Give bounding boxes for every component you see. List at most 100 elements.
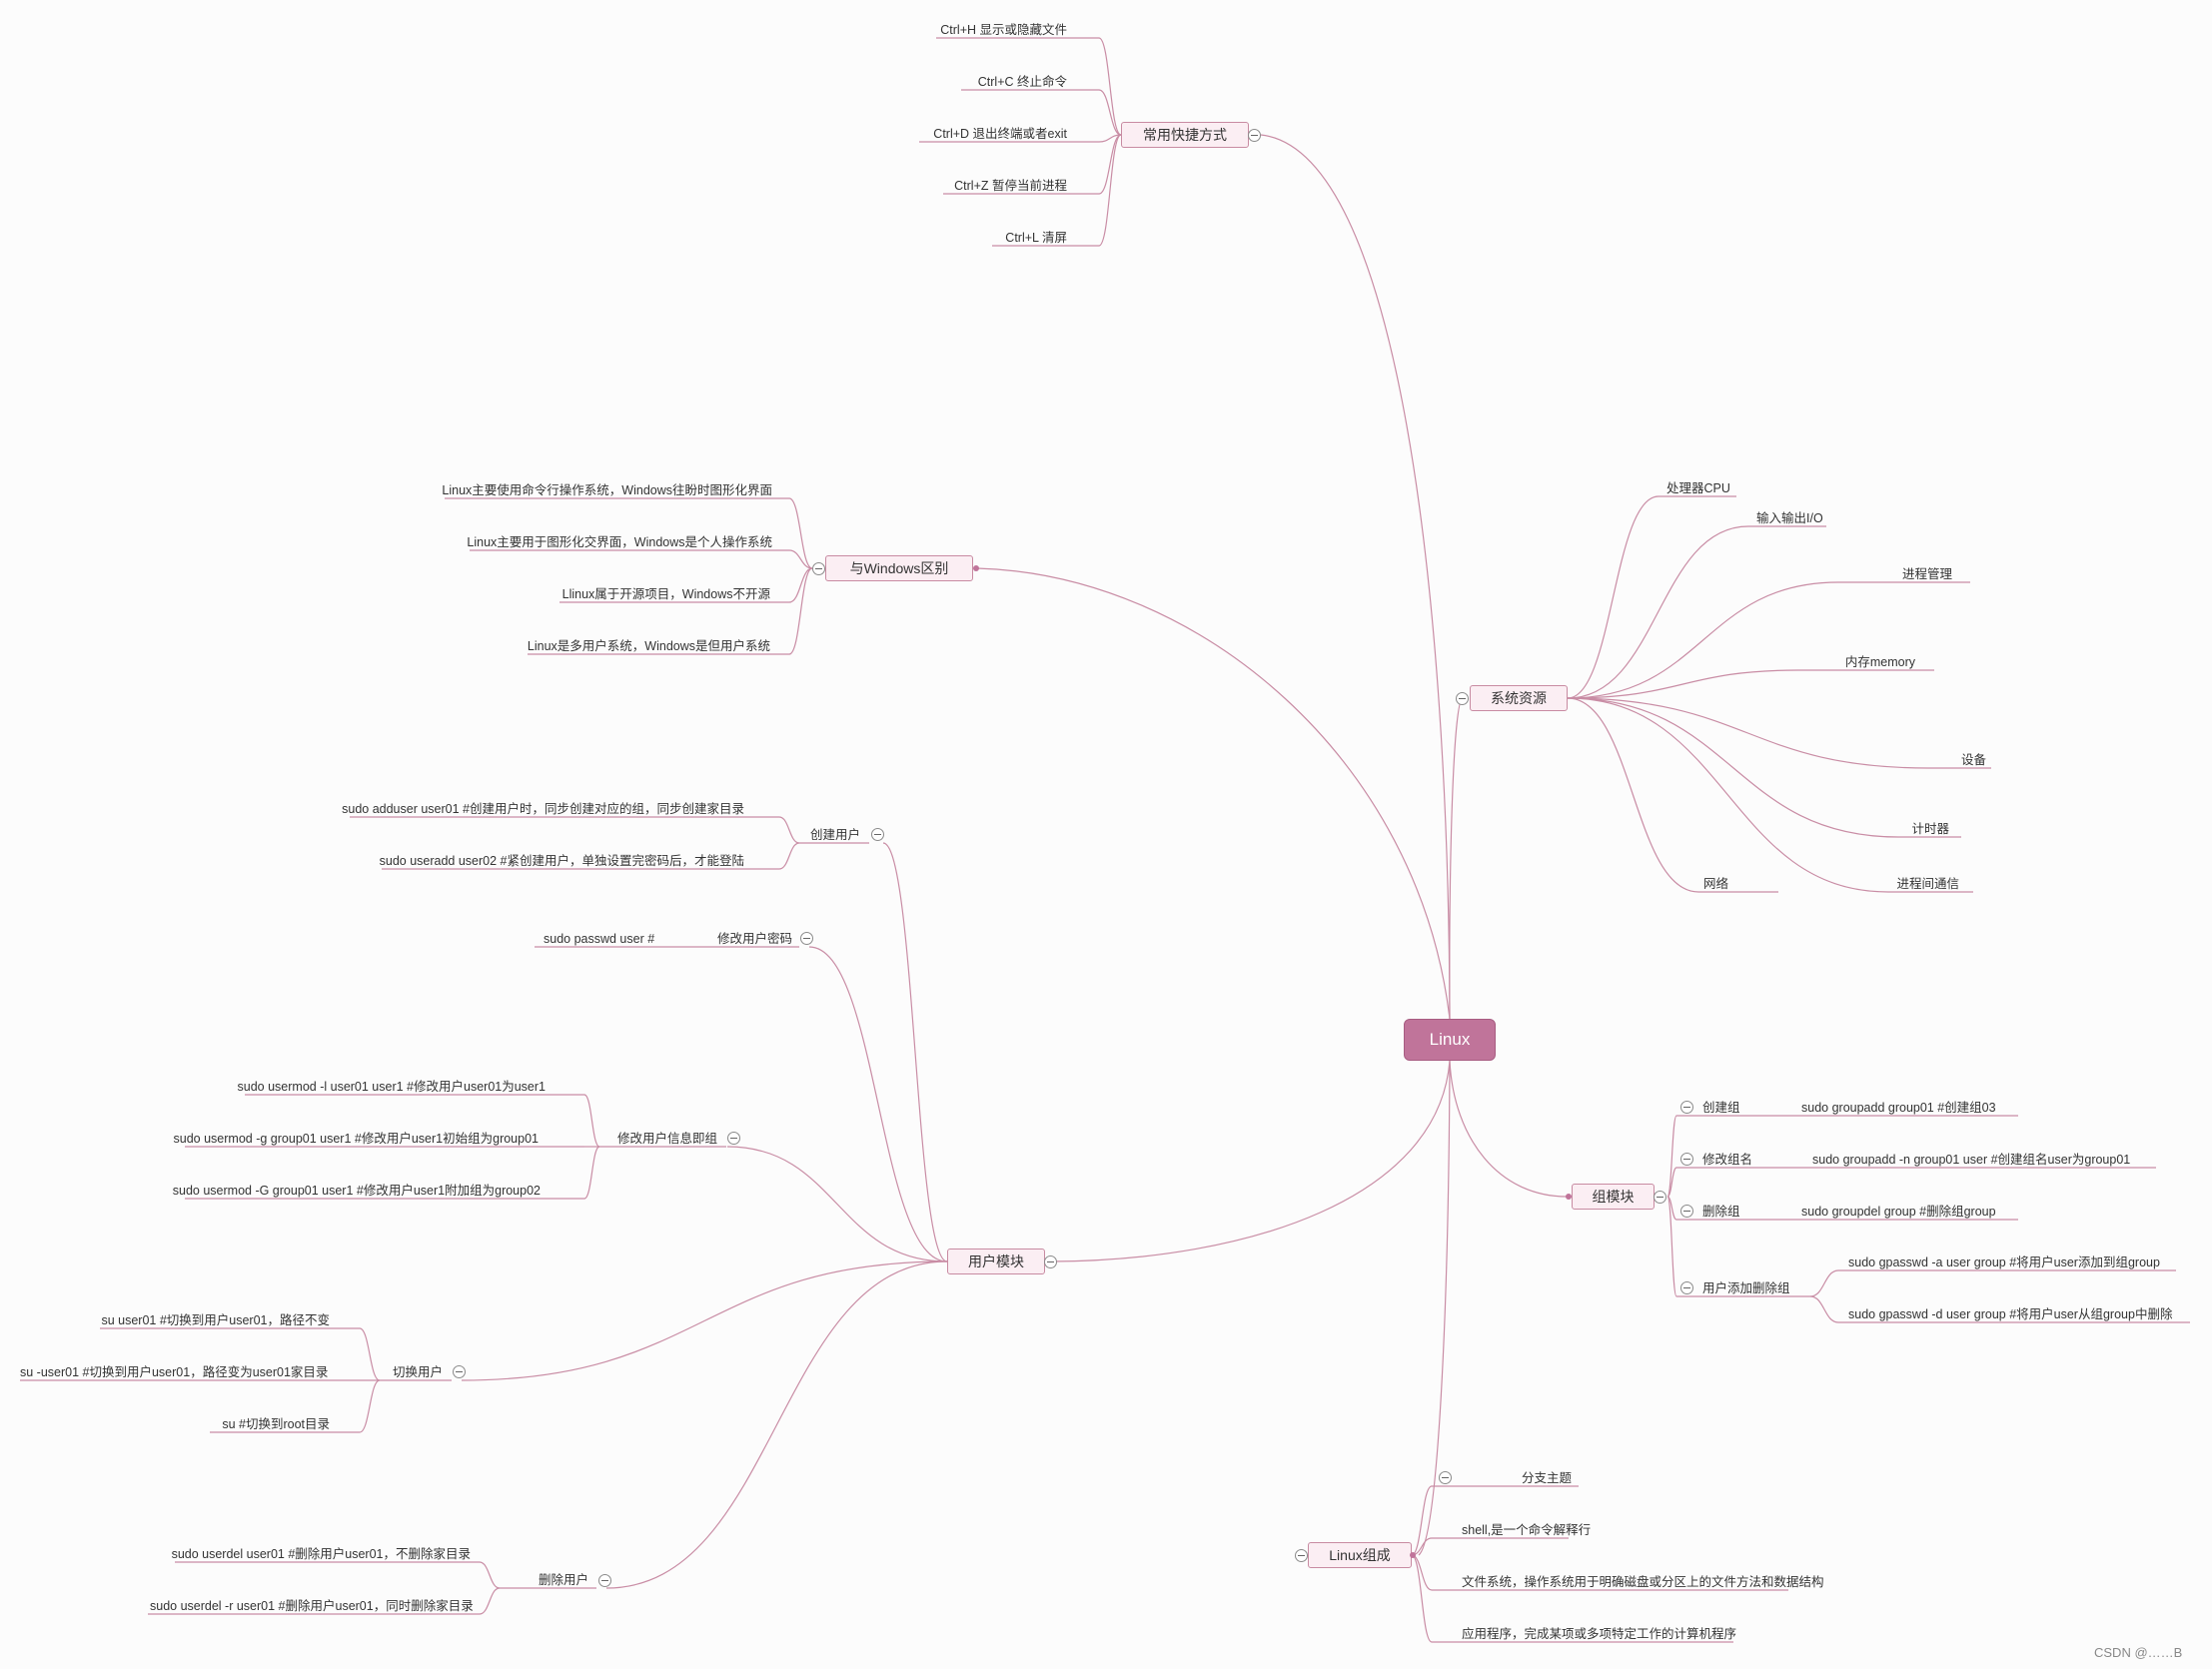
connector-line bbox=[788, 549, 813, 569]
windows-diff-item: Llinux属于开源项目，Windows不开源 bbox=[561, 587, 770, 601]
create-user-item: sudo useradd user02 #紧创建用户，单独设置完密码后，才能登陆 bbox=[379, 854, 744, 868]
connector-line bbox=[1567, 697, 1889, 893]
group-cmd: sudo groupadd -n group01 user #创建组名user为… bbox=[1812, 1153, 2131, 1167]
windows-diff-item: Linux主要使用命令行操作系统，Windows往盼时图形化界面 bbox=[442, 483, 772, 497]
connector-line bbox=[1411, 1554, 1433, 1643]
connector-dot bbox=[1410, 1552, 1416, 1558]
branch-line bbox=[1260, 134, 1451, 1020]
windows-diff-item: Linux主要用于图形化交界面，Windows是个人操作系统 bbox=[467, 535, 772, 549]
branch-shortcuts[interactable]: 常用快捷方式 bbox=[1121, 122, 1249, 148]
branch-composition[interactable]: Linux组成 bbox=[1308, 1542, 1412, 1568]
resource-item: 计时器 bbox=[1911, 822, 1949, 836]
collapse-icon[interactable] bbox=[1680, 1281, 1693, 1294]
connector-line bbox=[1567, 697, 1699, 893]
connector-line bbox=[1098, 134, 1122, 143]
connector-line bbox=[1809, 1295, 1839, 1323]
connector-line bbox=[788, 567, 813, 655]
group-addremove-item: sudo gpasswd -d user group #将用户user从组gro… bbox=[1848, 1307, 2173, 1321]
branch-resources[interactable]: 系统资源 bbox=[1470, 685, 1568, 711]
resource-item: 设备 bbox=[1960, 753, 1986, 767]
group-sub-label[interactable]: 用户添加删除组 bbox=[1702, 1281, 1790, 1295]
connector-line bbox=[359, 1327, 381, 1381]
collapse-icon[interactable] bbox=[1680, 1101, 1693, 1114]
collapse-icon[interactable] bbox=[871, 828, 884, 841]
branch-line bbox=[1418, 1060, 1451, 1556]
connector-line bbox=[1098, 89, 1122, 136]
connector-line bbox=[605, 1260, 948, 1589]
group-sub-label[interactable]: 删除组 bbox=[1702, 1205, 1740, 1219]
create-user-item: sudo adduser user01 #创建用户时，同步创建对应的组，同步创建… bbox=[342, 802, 744, 816]
connector-line bbox=[1411, 1485, 1433, 1556]
resource-item: 输入输出I/O bbox=[1756, 511, 1823, 525]
collapse-icon[interactable] bbox=[727, 1132, 740, 1145]
connector-line bbox=[882, 842, 948, 1262]
connector-line bbox=[808, 946, 948, 1262]
branch-user-module[interactable]: 用户模块 bbox=[947, 1249, 1045, 1274]
shortcut-item: Ctrl+H 显示或隐藏文件 bbox=[940, 23, 1067, 37]
resource-item: 网络 bbox=[1703, 877, 1729, 891]
sub-branch-label[interactable]: 删除用户 bbox=[538, 1573, 588, 1587]
connector-line bbox=[479, 1587, 501, 1615]
connector-line bbox=[1567, 697, 1929, 769]
connector-line bbox=[1098, 37, 1122, 136]
group-addremove-item: sudo gpasswd -a user group #将用户user添加到组g… bbox=[1848, 1255, 2160, 1269]
branch-line bbox=[1050, 1060, 1451, 1262]
sub-branch-label[interactable]: 修改用户信息即组 bbox=[616, 1132, 717, 1146]
modify-user-item: sudo usermod -l user01 user1 #修改用户user01… bbox=[237, 1080, 546, 1094]
connector-line bbox=[1666, 1196, 1677, 1297]
branch-windows-diff[interactable]: 与Windows区别 bbox=[825, 555, 973, 581]
connector-line bbox=[1666, 1167, 1677, 1198]
root-node[interactable]: Linux bbox=[1404, 1019, 1496, 1061]
switch-user-item: su #切换到root目录 bbox=[222, 1417, 330, 1431]
collapse-icon[interactable] bbox=[812, 562, 825, 575]
switch-user-item: su user01 #切换到用户user01，路径不变 bbox=[101, 1313, 330, 1327]
connector-dot bbox=[1566, 1194, 1572, 1200]
shortcut-item: Ctrl+D 退出终端或者exit bbox=[933, 127, 1067, 141]
sub-branch-label[interactable]: 创建用户 bbox=[809, 828, 860, 842]
connector-line bbox=[479, 1561, 501, 1589]
group-sub-label[interactable]: 修改组名 bbox=[1702, 1153, 1753, 1167]
sub-branch-label[interactable]: 切换用户 bbox=[392, 1365, 443, 1379]
collapse-icon[interactable] bbox=[800, 932, 813, 945]
shortcut-item: Ctrl+Z 暂停当前进程 bbox=[954, 179, 1067, 193]
connector-line bbox=[461, 1260, 948, 1381]
branch-line bbox=[976, 567, 1451, 1020]
resource-item: 进程管理 bbox=[1901, 567, 1952, 581]
composition-item: 分支主题 bbox=[1521, 1471, 1572, 1485]
connector-line bbox=[788, 497, 813, 569]
collapse-icon[interactable] bbox=[1295, 1549, 1308, 1562]
collapse-icon[interactable] bbox=[453, 1365, 466, 1378]
passwd-item: sudo passwd user # bbox=[544, 932, 655, 946]
delete-user-item: sudo userdel -r user01 #删除用户user01，同时删除家… bbox=[150, 1599, 474, 1613]
group-cmd: sudo groupdel group #删除组group bbox=[1801, 1205, 1996, 1219]
connector-line bbox=[1567, 669, 1799, 699]
shortcut-item: Ctrl+L 清屏 bbox=[1005, 231, 1067, 245]
collapse-icon[interactable] bbox=[1456, 692, 1469, 705]
connector-line bbox=[1567, 495, 1659, 699]
connector-dot bbox=[973, 565, 979, 571]
connector-line bbox=[778, 816, 800, 844]
sub-branch-label[interactable]: 修改用户密码 bbox=[716, 932, 792, 946]
collapse-icon[interactable] bbox=[1680, 1153, 1693, 1166]
connector-line bbox=[583, 1146, 600, 1200]
resource-item: 处理器CPU bbox=[1666, 481, 1730, 495]
composition-item: 文件系统，操作系统用于明确磁盘或分区上的文件方法和数据结构 bbox=[1462, 1575, 1824, 1589]
collapse-icon[interactable] bbox=[1654, 1191, 1666, 1204]
shortcut-item: Ctrl+C 终止命令 bbox=[977, 75, 1067, 89]
collapse-icon[interactable] bbox=[1439, 1471, 1452, 1484]
collapse-icon[interactable] bbox=[1680, 1205, 1693, 1218]
group-sub-label[interactable]: 创建组 bbox=[1702, 1101, 1740, 1115]
composition-item: shell,是一个命令解释行 bbox=[1462, 1523, 1592, 1537]
collapse-icon[interactable] bbox=[1044, 1255, 1057, 1268]
branch-group-module[interactable]: 组模块 bbox=[1572, 1184, 1655, 1210]
modify-user-item: sudo usermod -g group01 user1 #修改用户user1… bbox=[173, 1132, 539, 1146]
connector-line bbox=[1809, 1269, 1839, 1297]
modify-user-item: sudo usermod -G group01 user1 #修改用户user1… bbox=[172, 1184, 541, 1198]
collapse-icon[interactable] bbox=[1248, 129, 1261, 142]
connector-line bbox=[583, 1094, 600, 1148]
collapse-icon[interactable] bbox=[598, 1574, 611, 1587]
branch-line bbox=[1449, 1060, 1568, 1198]
resource-item: 内存memory bbox=[1844, 655, 1915, 669]
